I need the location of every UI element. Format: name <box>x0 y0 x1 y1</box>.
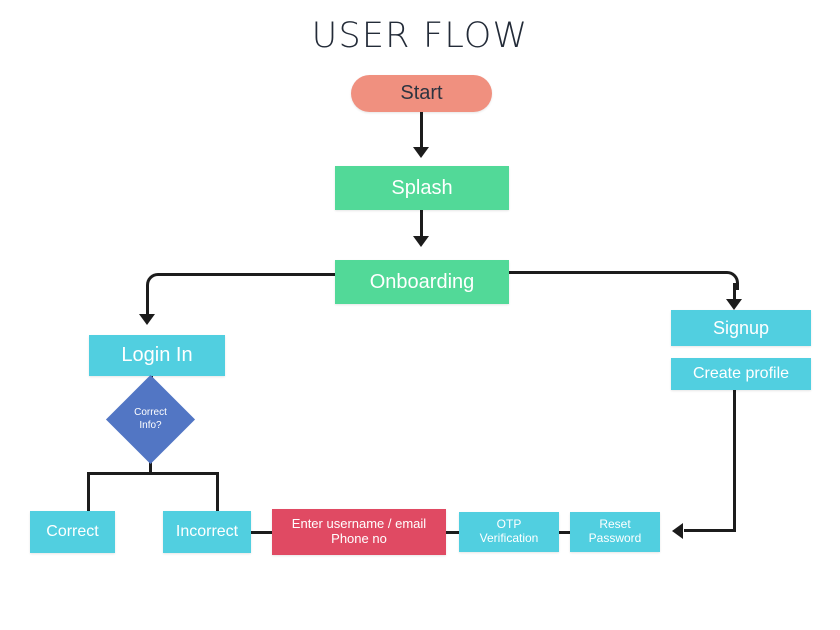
node-correct-label: Correct <box>46 522 99 540</box>
arrowhead-onboarding-signup <box>726 299 742 310</box>
node-incorrect[interactable]: Incorrect <box>163 511 251 553</box>
node-otp-verification[interactable]: OTP Verification <box>459 512 559 552</box>
node-correct[interactable]: Correct <box>30 511 115 553</box>
edge-decision-to-correct <box>87 472 90 512</box>
node-decision-correct-info[interactable]: Correct Info? <box>105 374 196 465</box>
node-start[interactable]: Start <box>351 75 492 112</box>
edge-onboarding-right-vertical <box>733 283 736 302</box>
edge-create-profile-horizontal <box>684 529 736 532</box>
node-reset-line1: Reset <box>599 517 631 532</box>
node-onboarding-label: Onboarding <box>369 270 475 293</box>
node-splash-label: Splash <box>391 176 453 199</box>
edge-otp-reset-password <box>557 531 572 534</box>
edge-onboarding-right-corner <box>720 271 739 290</box>
node-splash[interactable]: Splash <box>335 166 509 210</box>
edge-onboarding-left-vertical <box>146 285 149 317</box>
edge-start-splash <box>420 112 423 151</box>
node-create-profile[interactable]: Create profile <box>671 358 811 390</box>
edge-onboarding-left-horizontal <box>158 273 338 276</box>
node-decision-label-line2: Info? <box>139 419 162 431</box>
arrowhead-start-splash <box>413 147 429 158</box>
node-signup[interactable]: Signup <box>671 310 811 346</box>
node-incorrect-label: Incorrect <box>175 522 239 540</box>
node-reset-line2: Password <box>588 531 642 545</box>
arrowhead-onboarding-login <box>139 314 155 325</box>
edge-onboarding-right-horizontal <box>509 271 724 274</box>
edge-create-profile-vertical <box>733 390 736 532</box>
node-reset-password[interactable]: Reset Password <box>570 512 660 552</box>
node-enter-credentials[interactable]: Enter username / email Phone no <box>272 509 446 555</box>
node-onboarding[interactable]: Onboarding <box>335 260 509 304</box>
edge-splash-onboarding <box>420 210 423 240</box>
arrowhead-splash-onboarding <box>413 236 429 247</box>
node-login-in-label: Login In <box>121 344 193 366</box>
node-decision-label-line1: Correct <box>134 407 167 418</box>
node-otp-line2: Verification <box>479 531 539 545</box>
arrowhead-create-profile-reset-password <box>672 523 683 539</box>
edge-decision-crossbar <box>87 472 219 475</box>
node-login-in[interactable]: Login In <box>89 335 225 376</box>
node-signup-label: Signup <box>712 317 770 338</box>
node-otp-line1: OTP <box>496 517 522 532</box>
edge-onboarding-left-corner <box>146 273 165 292</box>
node-start-label: Start <box>400 82 443 104</box>
node-create-profile-label: Create profile <box>692 364 790 382</box>
edge-enter-credentials-otp <box>444 531 460 534</box>
node-enter-credentials-line1: Enter username / email <box>291 516 427 532</box>
edge-decision-to-incorrect <box>216 472 219 512</box>
edge-incorrect-enter-credentials <box>249 531 274 534</box>
page-title: USER FLOW <box>311 16 529 56</box>
node-enter-credentials-line2: Phone no <box>331 531 387 546</box>
